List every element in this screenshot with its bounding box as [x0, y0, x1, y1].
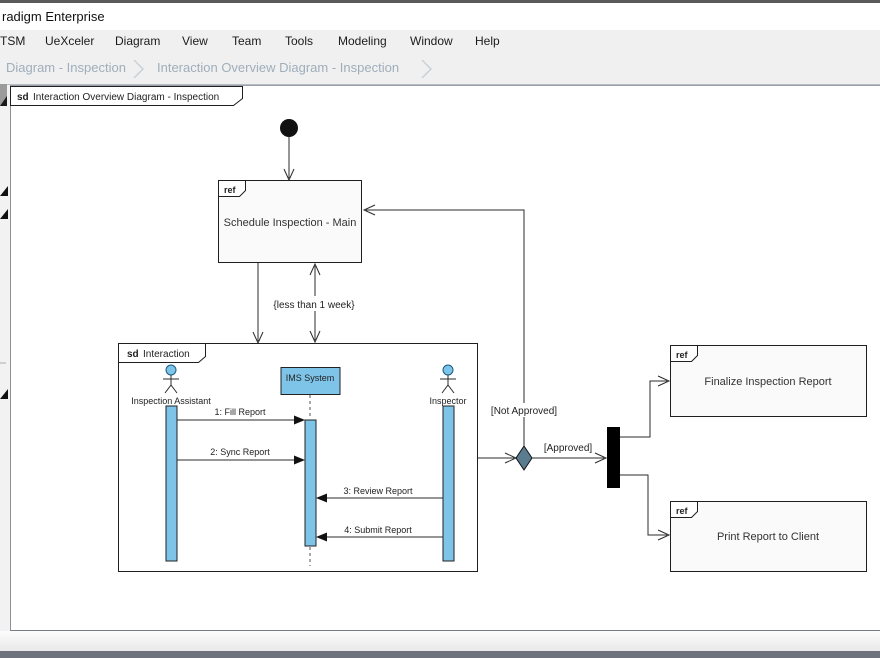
ref-frame-label: Print Report to Client	[717, 531, 819, 543]
window-top-border	[0, 0, 880, 3]
flow-not-approved[interactable]: [Not Approved]	[362, 204, 564, 446]
activation-bar[interactable]	[442, 405, 455, 562]
diagram-tab-keyword: sd	[17, 92, 29, 103]
lifeline-label: IMS System	[286, 373, 335, 383]
actor-inspector[interactable]: Inspector	[429, 364, 467, 562]
left-edge-strip	[0, 85, 10, 631]
flow-interaction-to-decision[interactable]	[478, 452, 518, 464]
menu-tsm[interactable]: TSM	[0, 34, 26, 48]
duration-constraint-arrow[interactable]: {less than 1 week}	[266, 262, 362, 344]
message-label: 2: Sync Report	[210, 447, 270, 457]
menu-help[interactable]: Help	[475, 34, 500, 48]
message-fill-report[interactable]: 1: Fill Report	[177, 407, 305, 425]
flow-schedule-to-interaction[interactable]	[252, 263, 264, 345]
lifeline-ims-system[interactable]: IMS System	[280, 367, 341, 567]
left-panel-handle-icon[interactable]	[0, 389, 8, 399]
chevron-right-icon	[420, 58, 434, 85]
menu-uexceler[interactable]: UeXceler	[45, 34, 95, 48]
flow-fork-to-finalize[interactable]	[620, 375, 671, 438]
diagram-frame-tab[interactable]: sd Interaction Overview Diagram - Inspect…	[10, 86, 243, 106]
diagram-tab-title: Interaction Overview Diagram - Inspectio…	[33, 92, 219, 103]
breadcrumb-item-diagram[interactable]: Diagram - Inspection	[6, 60, 126, 75]
sd-keyword: sd	[127, 349, 139, 360]
corner-triangle-icon	[0, 96, 7, 106]
menu-view[interactable]: View	[182, 34, 208, 48]
window-title: radigm Enterprise	[2, 9, 105, 24]
breadcrumb: Diagram - Inspection Interaction Overvie…	[0, 53, 880, 85]
flow-initial-to-schedule[interactable]	[283, 137, 295, 182]
initial-node[interactable]	[280, 119, 298, 137]
left-panel-handle-icon[interactable]	[0, 209, 8, 219]
flow-fork-to-print[interactable]	[620, 474, 671, 541]
message-label: 4: Submit Report	[344, 525, 412, 535]
fork-node[interactable]	[607, 427, 620, 488]
left-edge-tick	[0, 362, 6, 364]
actor-label: Inspector	[429, 396, 466, 406]
breadcrumb-item-iod[interactable]: Interaction Overview Diagram - Inspectio…	[157, 60, 400, 75]
ref-frame-finalize-report[interactable]: ref Finalize Inspection Report	[670, 345, 867, 417]
left-panel-handle-icon[interactable]	[0, 186, 8, 196]
guard-approved[interactable]: [Approved]	[544, 443, 593, 454]
actor-label: Inspection Assistant	[131, 396, 211, 406]
ref-keyword: ref	[676, 506, 689, 516]
interaction-fragment-frame[interactable]: sd Interaction	[118, 343, 478, 572]
message-label: 1: Fill Report	[214, 407, 266, 417]
ref-frame-label: Finalize Inspection Report	[704, 376, 831, 388]
message-sync-report[interactable]: 2: Sync Report	[177, 447, 305, 465]
bottom-window-edge	[0, 651, 880, 658]
menu-bar: TSM UeXceler Diagram View Team Tools Mod…	[0, 30, 880, 53]
message-review-report[interactable]: 3: Review Report	[316, 486, 443, 503]
ref-frame-label: Schedule Inspection - Main	[224, 217, 357, 229]
flow-approved[interactable]: [Approved]	[532, 443, 608, 464]
menu-team[interactable]: Team	[232, 34, 262, 48]
duration-constraint-label[interactable]: {less than 1 week}	[273, 300, 355, 311]
ref-keyword: ref	[676, 350, 689, 360]
decision-node[interactable]	[515, 445, 533, 471]
message-label: 3: Review Report	[343, 486, 413, 496]
ref-keyword: ref	[224, 185, 237, 195]
menu-modeling[interactable]: Modeling	[338, 34, 387, 48]
guard-not-approved[interactable]: [Not Approved]	[491, 406, 557, 417]
status-bar	[0, 631, 880, 651]
activation-bar[interactable]	[165, 405, 178, 562]
ref-frame-print-report[interactable]: ref Print Report to Client	[670, 501, 867, 572]
sd-frame-label: Interaction	[143, 349, 190, 360]
ref-frame-schedule-inspection[interactable]: ref Schedule Inspection - Main	[218, 180, 362, 263]
activation-bar[interactable]	[304, 419, 317, 547]
chevron-right-icon	[132, 58, 146, 85]
left-edge-corner-handle[interactable]	[0, 84, 7, 106]
menu-diagram[interactable]: Diagram	[115, 34, 161, 48]
actor-inspection-assistant[interactable]: Inspection Assistant	[131, 364, 211, 562]
menu-tools[interactable]: Tools	[285, 34, 314, 48]
title-bar: radigm Enterprise	[0, 3, 880, 30]
message-submit-report[interactable]: 4: Submit Report	[316, 525, 443, 542]
menu-window[interactable]: Window	[410, 34, 453, 48]
